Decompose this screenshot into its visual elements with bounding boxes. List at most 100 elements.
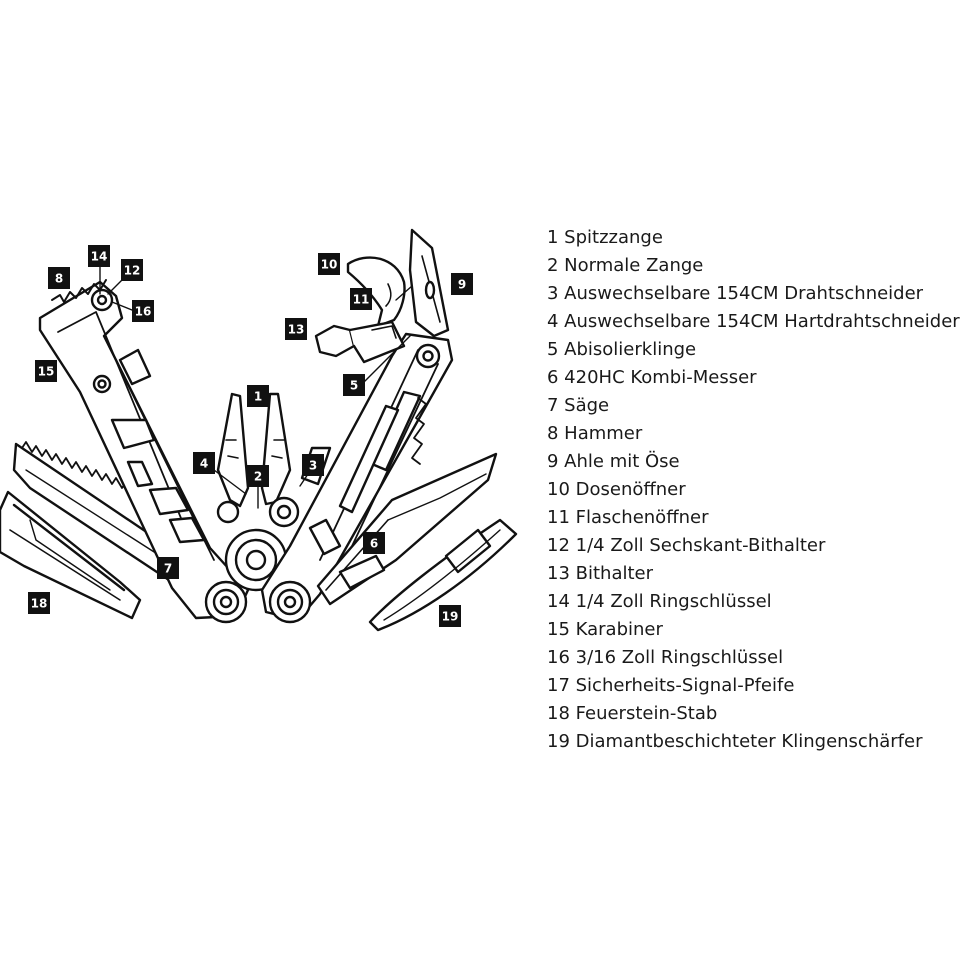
callout-number: 8 [55,272,63,286]
callout-number: 11 [353,293,370,307]
legend-number: 14 [547,591,570,612]
callout-number: 12 [124,264,141,278]
callout-number: 16 [135,305,152,319]
legend-label: Diamantbeschichteter Klingenschärfer [569,731,923,752]
callout-3: 3 [302,454,324,476]
legend-number: 8 [547,423,559,444]
legend-number: 3 [547,283,559,304]
knife-illustration [316,452,498,606]
legend-item-14: 14 1/4 Zoll Ringschlüssel [547,588,980,616]
legend-label: 420HC Kombi-Messer [558,367,757,388]
legend-label: Säge [558,395,610,416]
legend-label: Auswechselbare 154CM Drahtschneider [558,283,924,304]
callout-number: 9 [458,278,466,292]
callout-number: 4 [200,457,208,471]
legend-label: Bithalter [569,563,654,584]
callout-number: 6 [370,537,378,551]
callout-10: 10 [318,253,340,275]
legend-number: 9 [547,451,559,472]
legend-label: Auswechselbare 154CM Hartdrahtschneider [558,311,960,332]
legend-number: 13 [547,563,570,584]
callout-19: 19 [439,605,461,627]
can-opener-illustration [346,256,406,328]
legend-label: 3/16 Zoll Ringschlüssel [569,647,784,668]
legend-number: 17 [547,675,570,696]
callout-7: 7 [157,557,179,579]
callout-number: 14 [91,250,108,264]
legend-item-7: 7 Säge [547,392,980,420]
legend-number: 12 [547,535,570,556]
legend-number: 5 [547,339,559,360]
callout-12: 12 [121,259,143,281]
legend-item-11: 11 Flaschenöffner [547,504,980,532]
callout-number: 19 [442,610,459,624]
legend-label: Dosenöffner [569,479,686,500]
legend-item-13: 13 Bithalter [547,560,980,588]
callout-number: 18 [31,597,48,611]
callout-15: 15 [35,360,57,382]
legend-number: 10 [547,479,570,500]
callout-4: 4 [193,452,215,474]
legend-label: Sicherheits-Signal-Pfeife [569,675,795,696]
legend-number: 2 [547,255,559,276]
legend-number: 6 [547,367,559,388]
callout-11: 11 [350,288,372,310]
awl-illustration [408,228,450,338]
callout-number: 2 [254,470,262,484]
callout-number: 3 [309,459,317,473]
legend-item-10: 10 Dosenöffner [547,476,980,504]
legend-label: Hammer [558,423,643,444]
legend-label: Abisolierklinge [558,339,697,360]
legend-item-15: 15 Karabiner [547,616,980,644]
sharpener-illustration [368,518,518,632]
legend-label: Normale Zange [558,255,704,276]
legend-item-17: 17 Sicherheits-Signal-Pfeife [547,672,980,700]
legend-item-6: 6 420HC Kombi-Messer [547,364,980,392]
callout-14: 14 [88,245,110,267]
legend-label: Flaschenöffner [569,507,709,528]
legend-item-9: 9 Ahle mit Öse [547,448,980,476]
callout-9: 9 [451,273,473,295]
callout-13: 13 [285,318,307,340]
ferro-rod-illustration [0,490,142,620]
callout-number: 10 [321,258,338,272]
callout-18: 18 [28,592,50,614]
callout-number: 15 [38,365,55,379]
legend-label: Karabiner [569,619,663,640]
legend-number: 11 [547,507,570,528]
callout-number: 5 [350,379,358,393]
legend-number: 1 [547,227,559,248]
legend-item-4: 4 Auswechselbare 154CM Hartdrahtschneide… [547,308,980,336]
legend-item-2: 2 Normale Zange [547,252,980,280]
pivot-rivets [204,580,312,624]
callout-number: 13 [288,323,305,337]
legend-item-18: 18 Feuerstein-Stab [547,700,980,728]
legend-number: 16 [547,647,570,668]
callout-number: 1 [254,390,262,404]
legend-label: Feuerstein-Stab [569,703,718,724]
legend-label: Spitzzange [558,227,663,248]
legend-item-12: 12 1/4 Zoll Sechskant-Bithalter [547,532,980,560]
legend-number: 7 [547,395,559,416]
callout-5: 5 [343,374,365,396]
legend-number: 19 [547,731,570,752]
legend-number: 18 [547,703,570,724]
callout-2: 2 [247,465,269,487]
callout-16: 16 [132,300,154,322]
bit-holder-illustration [314,320,406,364]
legend-item-19: 19 Diamantbeschichteter Klingenschärfer [547,728,980,756]
legend-label: 1/4 Zoll Ringschlüssel [569,591,772,612]
legend-item-16: 16 3/16 Zoll Ringschlüssel [547,644,980,672]
legend-label: 1/4 Zoll Sechskant-Bithalter [569,535,826,556]
callout-6: 6 [363,532,385,554]
legend-number: 15 [547,619,570,640]
legend-label: Ahle mit Öse [558,451,680,472]
callout-1: 1 [247,385,269,407]
legend-item-8: 8 Hammer [547,420,980,448]
legend-number: 4 [547,311,559,332]
callout-number: 7 [164,562,172,576]
legend-item-1: 1 Spitzzange [547,224,980,252]
